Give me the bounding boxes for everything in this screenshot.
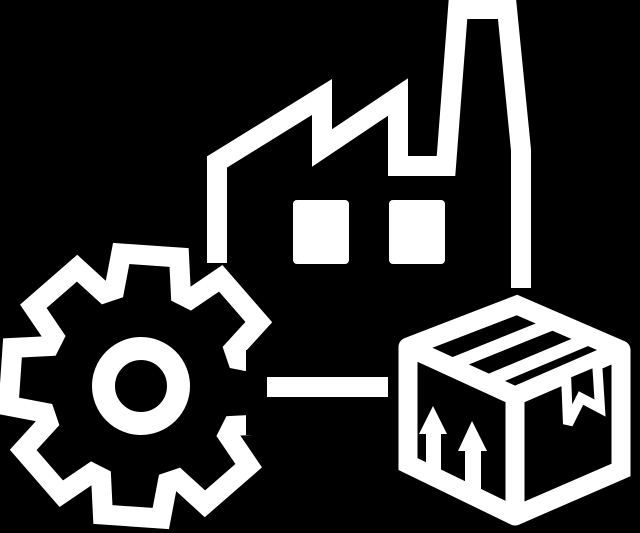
gear-body bbox=[0, 242, 285, 530]
up-arrow-icon-left bbox=[419, 406, 447, 471]
gear-hub-ring bbox=[92, 337, 190, 435]
up-arrow-icon-right bbox=[458, 421, 487, 489]
factory-window-left bbox=[293, 200, 349, 264]
box-tape-flap bbox=[560, 353, 606, 427]
factory-icon bbox=[207, 0, 531, 288]
factory-window-right bbox=[389, 200, 445, 264]
factory-base-line bbox=[267, 377, 388, 397]
factory-outline bbox=[207, 0, 531, 288]
box-outline bbox=[398, 294, 631, 526]
package-box-icon bbox=[398, 294, 631, 526]
box-tape-stripes bbox=[442, 315, 599, 389]
gear-icon bbox=[0, 242, 285, 530]
